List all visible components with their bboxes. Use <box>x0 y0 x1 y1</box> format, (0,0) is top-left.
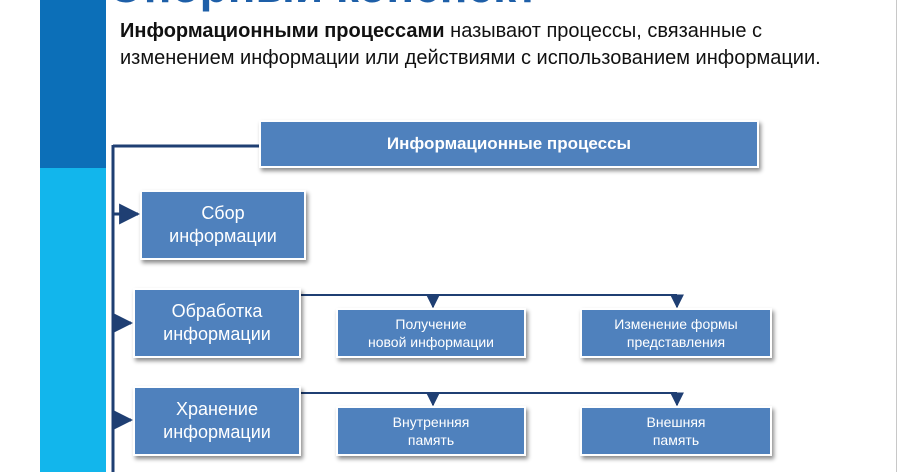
decorative-band-light <box>40 168 106 472</box>
subnode-form-change: Изменение формы представления <box>580 308 772 358</box>
definition-rest: называют процессы, связанные с изменение… <box>120 20 821 69</box>
definition-term: Информационными процессами <box>120 20 445 42</box>
slide-heading: Опорный конспект <box>108 0 539 14</box>
root-node: Информационные процессы <box>259 120 759 168</box>
subnode-internal-memory: Внутренняя память <box>336 406 526 456</box>
category-node-collect: Сбор информации <box>140 190 306 260</box>
subnode-external-memory: Внешняя память <box>580 406 772 456</box>
category-node-store: Хранение информации <box>133 386 301 456</box>
definition-text: Информационными процессами называют проц… <box>120 18 840 72</box>
decorative-band-dark <box>40 0 106 168</box>
subnode-new-info: Получение новой информации <box>336 308 526 358</box>
category-node-process: Обработка информации <box>133 288 301 358</box>
